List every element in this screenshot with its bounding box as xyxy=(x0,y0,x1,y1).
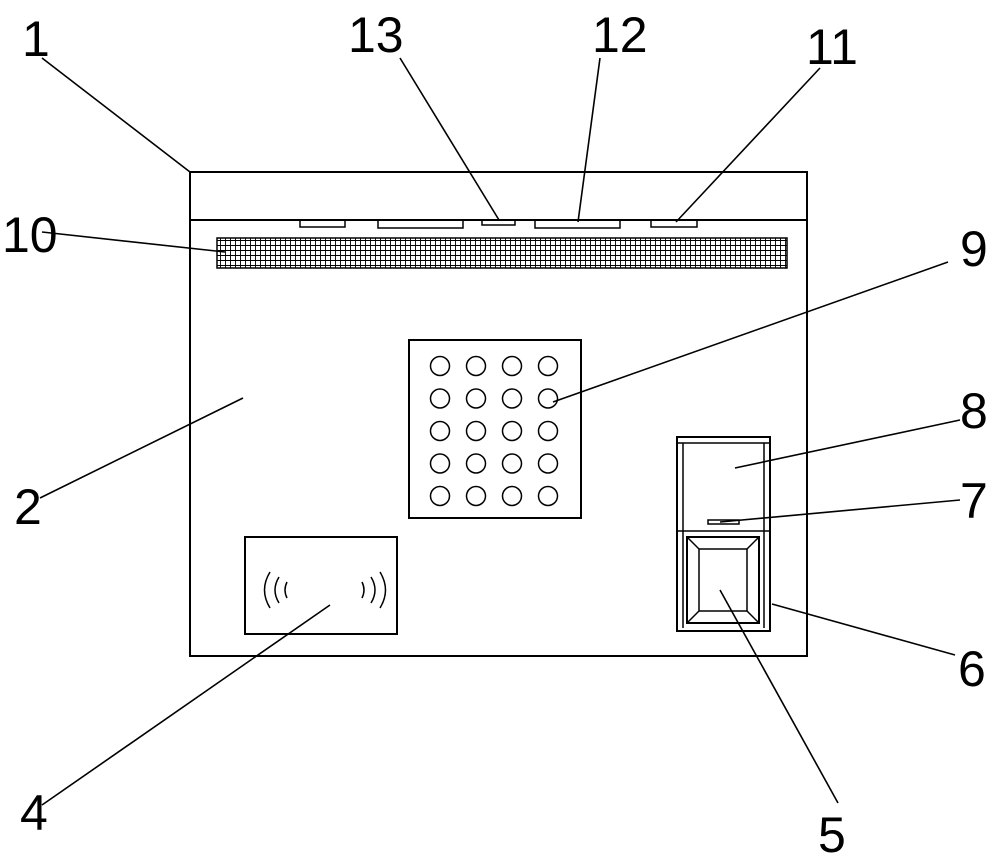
keypad-button xyxy=(501,388,523,409)
keypad-buttons xyxy=(429,355,559,507)
keypad-button xyxy=(501,453,523,474)
keypad-button xyxy=(465,388,487,409)
keypad-button xyxy=(429,420,451,442)
keypad-button xyxy=(429,355,451,377)
nfc-card-reader xyxy=(244,536,398,635)
keypad-button xyxy=(537,388,559,409)
callout-2: 2 xyxy=(14,479,42,535)
keypad-button xyxy=(429,485,451,507)
slot-indicator xyxy=(707,519,740,525)
keypad-button xyxy=(537,453,559,474)
callout-6: 6 xyxy=(958,641,986,697)
speaker-mesh xyxy=(216,237,788,269)
callout-4: 4 xyxy=(20,785,48,841)
callout-7: 7 xyxy=(960,473,988,529)
callout-13: 13 xyxy=(348,7,404,63)
keypad-button xyxy=(501,485,523,507)
callout-9: 9 xyxy=(960,221,988,277)
keypad-button xyxy=(537,355,559,377)
callout-8: 8 xyxy=(960,383,988,439)
keypad-button xyxy=(501,420,523,442)
wireless-waves-icon xyxy=(263,571,387,609)
keypad-button xyxy=(537,420,559,442)
callout-1: 1 xyxy=(22,11,50,67)
top-strip-components xyxy=(299,219,698,229)
keypad-button xyxy=(429,388,451,409)
callout-5: 5 xyxy=(818,807,846,863)
slot-module xyxy=(676,436,771,632)
keypad-button xyxy=(501,355,523,377)
keypad-button xyxy=(465,453,487,474)
callout-10: 10 xyxy=(2,207,58,263)
keypad-button xyxy=(537,485,559,507)
callout-12: 12 xyxy=(592,7,648,63)
keypad-button xyxy=(465,420,487,442)
callout-labels: 1 2 4 5 6 7 8 9 10 11 12 13 xyxy=(2,7,988,863)
leader-lines xyxy=(39,57,961,806)
keypad-button xyxy=(465,355,487,377)
callout-11: 11 xyxy=(806,19,858,75)
keypad-button xyxy=(429,453,451,474)
fingerprint-scanner xyxy=(686,536,760,624)
keypad xyxy=(408,339,582,519)
keypad-button xyxy=(465,485,487,507)
